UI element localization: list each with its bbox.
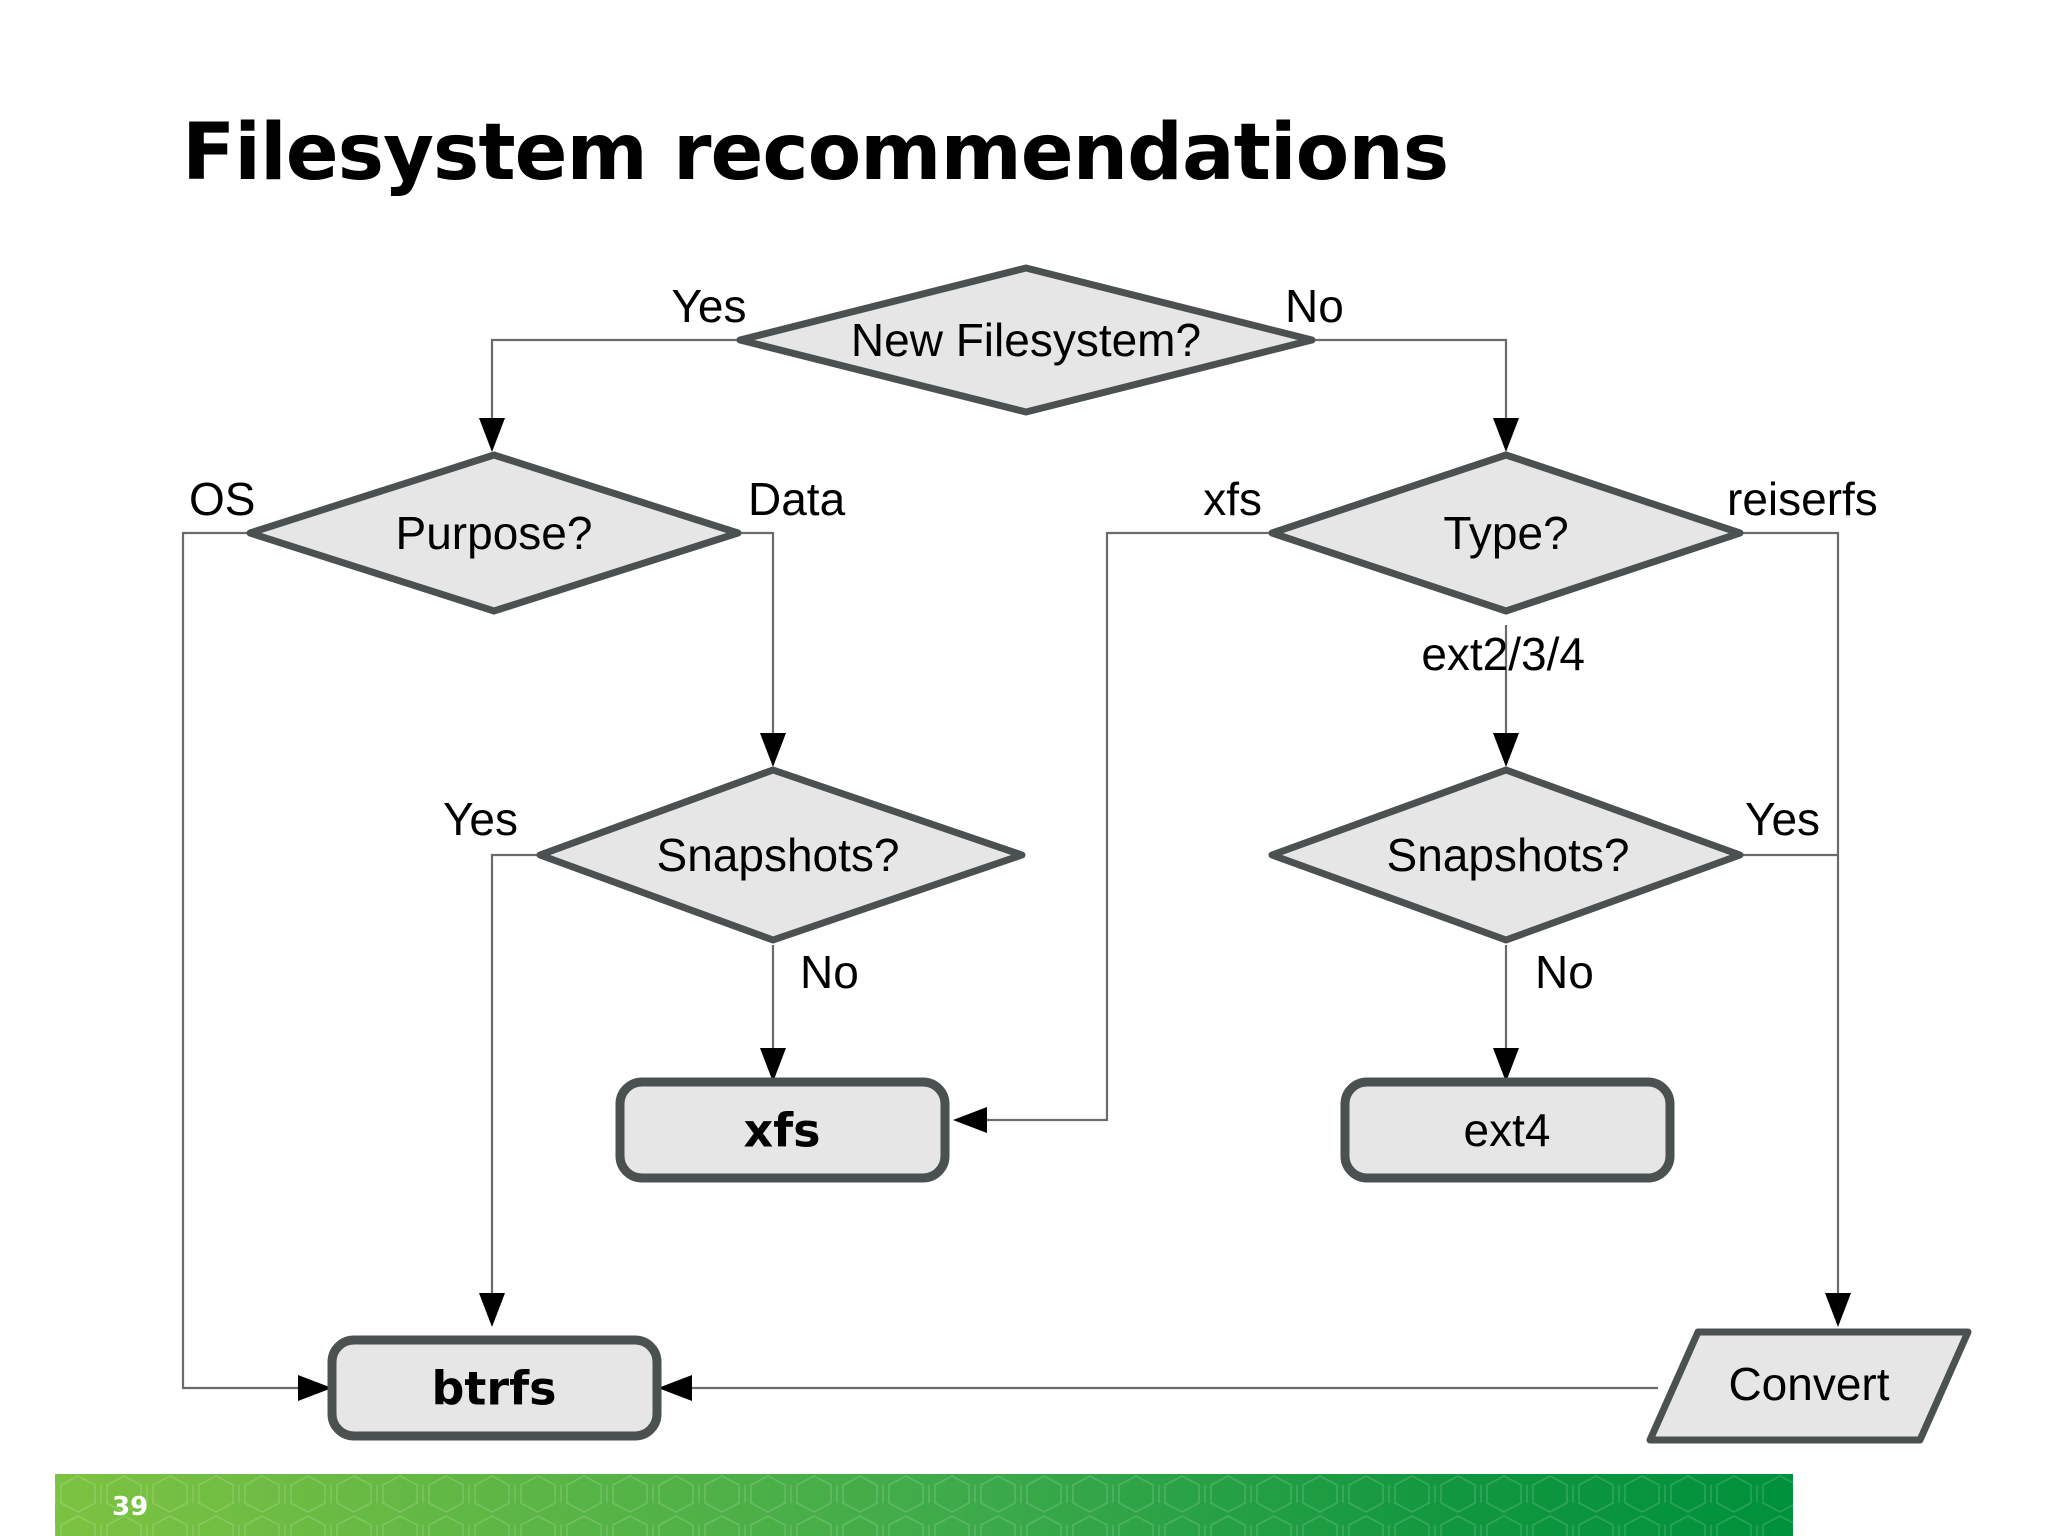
edge-type-xfs-box bbox=[953, 531, 1272, 1133]
node-label: Purpose? bbox=[396, 507, 593, 559]
arrow-head-icon bbox=[479, 1293, 505, 1327]
edge-label-newfs-no: No bbox=[1285, 280, 1344, 332]
node-label: btrfs bbox=[432, 1362, 557, 1416]
edge-purpose-os-btrfs bbox=[181, 531, 332, 1401]
node-label: ext4 bbox=[1464, 1104, 1551, 1156]
edge-newfs-no-type bbox=[1312, 338, 1519, 452]
footer-bar bbox=[55, 1474, 1793, 1536]
arrow-head-icon bbox=[953, 1107, 987, 1133]
node-btrfs[interactable]: btrfs bbox=[327, 1335, 662, 1441]
arrow-head-icon bbox=[1493, 733, 1519, 767]
edge-line bbox=[738, 531, 775, 745]
edge-label-type-reiserfs: reiserfs bbox=[1727, 473, 1878, 525]
edge-type-ext-snapshots bbox=[1493, 625, 1519, 767]
edge-line bbox=[181, 531, 310, 1390]
footer-hex-pattern bbox=[55, 1474, 1793, 1536]
page-number: 39 bbox=[112, 1492, 149, 1522]
edge-label-snapright-yes: Yes bbox=[1745, 793, 1820, 845]
arrow-head-icon bbox=[658, 1375, 692, 1401]
flowchart-canvas: New Filesystem? Purpose? Type? Snapshots… bbox=[181, 264, 1972, 1444]
edge-label-snapleft-no: No bbox=[800, 946, 859, 998]
node-purpose[interactable]: Purpose? bbox=[246, 451, 742, 615]
edge-label-type-ext: ext2/3/4 bbox=[1421, 628, 1585, 680]
node-snapshots-left[interactable]: Snapshots? bbox=[536, 766, 1026, 944]
node-xfs[interactable]: xfs bbox=[615, 1077, 950, 1183]
node-convert[interactable]: Convert bbox=[1646, 1328, 1972, 1444]
edge-type-reiserfs-convert bbox=[1740, 531, 1851, 1327]
arrow-head-icon bbox=[479, 418, 505, 452]
arrow-head-icon bbox=[760, 1048, 786, 1082]
diamond-shape bbox=[536, 766, 1026, 944]
edge-line bbox=[1312, 338, 1508, 430]
rounded-rect-shape bbox=[1340, 1077, 1675, 1183]
edge-line bbox=[490, 338, 740, 430]
arrow-head-icon bbox=[298, 1375, 332, 1401]
page-title: Filesystem recommendations bbox=[182, 108, 1449, 198]
node-label: Convert bbox=[1728, 1358, 1889, 1410]
arrow-head-icon bbox=[1825, 1293, 1851, 1327]
edge-convert-btrfs bbox=[658, 1375, 1658, 1401]
edge-label-purpose-data: Data bbox=[748, 473, 846, 525]
rounded-rect-shape bbox=[327, 1335, 662, 1441]
edge-label-type-xfs: xfs bbox=[1203, 473, 1262, 525]
node-type[interactable]: Type? bbox=[1268, 451, 1744, 615]
edge-label-snapright-no: No bbox=[1535, 946, 1594, 998]
node-label: Snapshots? bbox=[1387, 829, 1630, 881]
node-label: Snapshots? bbox=[657, 829, 900, 881]
edge-line bbox=[490, 853, 540, 1305]
arrow-head-icon bbox=[1493, 1048, 1519, 1082]
parallelogram-shape bbox=[1646, 1328, 1972, 1444]
node-new-filesystem[interactable]: New Filesystem? bbox=[736, 264, 1316, 416]
edge-purpose-data-snapshots bbox=[738, 531, 786, 767]
rounded-rect-shape bbox=[615, 1077, 950, 1183]
arrow-head-icon bbox=[760, 733, 786, 767]
diamond-shape bbox=[246, 451, 742, 615]
node-ext4[interactable]: ext4 bbox=[1340, 1077, 1675, 1183]
edge-label-newfs-yes: Yes bbox=[671, 280, 746, 332]
edge-snapleft-no-xfs bbox=[760, 945, 786, 1082]
node-label: Type? bbox=[1443, 507, 1568, 559]
edge-label-purpose-os: OS bbox=[189, 473, 255, 525]
diamond-shape bbox=[1268, 451, 1744, 615]
diamond-shape bbox=[1268, 766, 1744, 944]
node-label: xfs bbox=[743, 1104, 820, 1158]
node-snapshots-right[interactable]: Snapshots? bbox=[1268, 766, 1744, 944]
edge-line bbox=[1740, 531, 1840, 1305]
edge-snapright-no-ext4 bbox=[1493, 945, 1519, 1082]
edge-snapleft-yes-btrfs bbox=[479, 853, 540, 1327]
diamond-shape bbox=[736, 264, 1316, 416]
edge-label-snapleft-yes: Yes bbox=[443, 793, 518, 845]
edge-line bbox=[975, 531, 1272, 1122]
node-label: New Filesystem? bbox=[851, 314, 1201, 366]
arrow-head-icon bbox=[1493, 418, 1519, 452]
edge-newfs-yes-purpose bbox=[479, 338, 740, 452]
